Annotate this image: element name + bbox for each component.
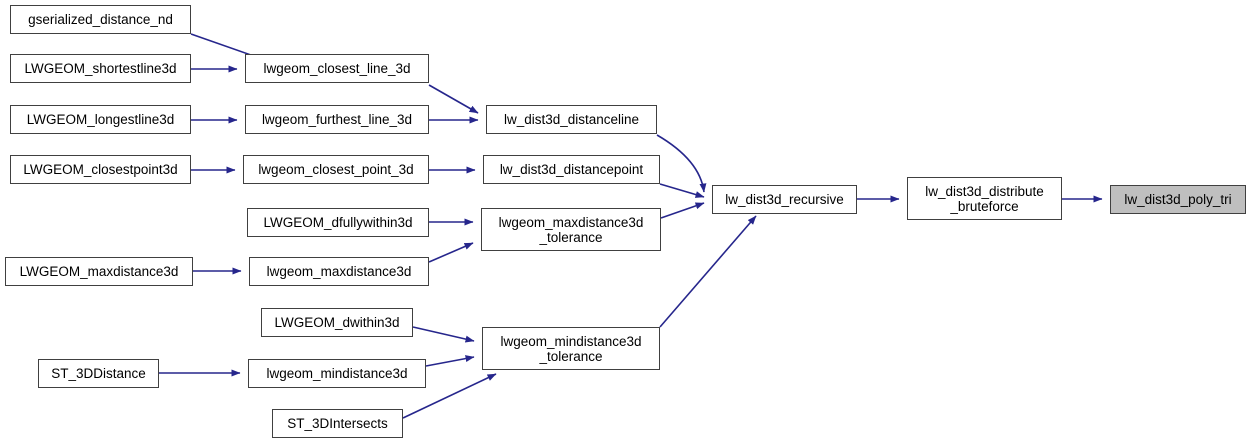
graph-node-label: lwgeom_closest_point_3d xyxy=(258,162,414,177)
graph-node-label: lw_dist3d_distanceline xyxy=(503,112,640,127)
graph-node-lw_dist3d_distancepoint[interactable]: lw_dist3d_distancepoint xyxy=(483,155,660,184)
graph-node-label: lwgeom_maxdistance3d _tolerance xyxy=(498,214,644,245)
graph-node-LWGEOM_longestline3d[interactable]: LWGEOM_longestline3d xyxy=(10,105,191,134)
graph-node-label: LWGEOM_closestpoint3d xyxy=(23,162,178,177)
graph-node-LWGEOM_shortestline3d[interactable]: LWGEOM_shortestline3d xyxy=(10,54,191,83)
graph-node-label: lwgeom_maxdistance3d xyxy=(266,264,412,279)
graph-node-label: lwgeom_closest_line_3d xyxy=(263,61,411,76)
graph-node-lw_dist3d_distribute_bruteforce[interactable]: lw_dist3d_distribute _bruteforce xyxy=(907,177,1062,220)
graph-node-label: LWGEOM_longestline3d xyxy=(26,112,175,127)
graph-node-lwgeom_mindistance3d_tolerance[interactable]: lwgeom_mindistance3d _tolerance xyxy=(482,327,660,370)
graph-node-label: lw_dist3d_poly_tri xyxy=(1124,192,1232,207)
graph-node-ST_3DIntersects[interactable]: ST_3DIntersects xyxy=(272,409,403,438)
graph-node-label: lw_dist3d_distribute _bruteforce xyxy=(925,183,1044,214)
graph-node-label: lwgeom_furthest_line_3d xyxy=(261,112,413,127)
graph-node-label: lw_dist3d_recursive xyxy=(725,192,844,207)
graph-node-LWGEOM_dfullywithin3d[interactable]: LWGEOM_dfullywithin3d xyxy=(247,208,429,237)
graph-node-label: lw_dist3d_distancepoint xyxy=(499,162,644,177)
graph-node-lw_dist3d_poly_tri[interactable]: lw_dist3d_poly_tri xyxy=(1110,185,1246,214)
graph-node-lw_dist3d_distanceline[interactable]: lw_dist3d_distanceline xyxy=(486,105,657,134)
graph-node-gserialized_distance_nd[interactable]: gserialized_distance_nd xyxy=(10,5,191,34)
edge-lw_dist3d_distanceline-to-lw_dist3d_recursive xyxy=(656,134,707,193)
edge-lwgeom_closest_line_3d-to-lw_dist3d_distanceline xyxy=(428,84,479,114)
graph-node-lwgeom_furthest_line_3d[interactable]: lwgeom_furthest_line_3d xyxy=(245,105,429,134)
graph-node-label: LWGEOM_dwithin3d xyxy=(274,315,400,330)
edge-lwgeom_maxdistance3d-to-lwgeom_maxdistance3d_tolerance xyxy=(428,242,474,263)
graph-node-lwgeom_maxdistance3d_tolerance[interactable]: lwgeom_maxdistance3d _tolerance xyxy=(481,208,661,251)
edge-lw_dist3d_distancepoint-to-lw_dist3d_recursive xyxy=(659,183,705,198)
graph-node-label: lwgeom_mindistance3d _tolerance xyxy=(500,333,642,364)
graph-node-lwgeom_closest_line_3d[interactable]: lwgeom_closest_line_3d xyxy=(245,54,429,83)
edge-lwgeom_mindistance3d-to-lwgeom_mindistance3d_tolerance xyxy=(425,355,475,367)
graph-node-LWGEOM_closestpoint3d[interactable]: LWGEOM_closestpoint3d xyxy=(10,155,191,184)
graph-node-LWGEOM_dwithin3d[interactable]: LWGEOM_dwithin3d xyxy=(261,308,413,337)
graph-node-label: ST_3DIntersects xyxy=(287,416,388,431)
graph-node-label: LWGEOM_maxdistance3d xyxy=(19,264,179,279)
graph-node-lw_dist3d_recursive[interactable]: lw_dist3d_recursive xyxy=(712,185,857,214)
graph-node-LWGEOM_maxdistance3d[interactable]: LWGEOM_maxdistance3d xyxy=(5,257,193,286)
graph-node-lwgeom_mindistance3d[interactable]: lwgeom_mindistance3d xyxy=(248,359,426,388)
graph-node-label: LWGEOM_dfullywithin3d xyxy=(263,215,413,230)
edge-lwgeom_maxdistance3d_tolerance-to-lw_dist3d_recursive xyxy=(660,202,705,219)
graph-node-label: gserialized_distance_nd xyxy=(28,12,173,27)
graph-node-lwgeom_closest_point_3d[interactable]: lwgeom_closest_point_3d xyxy=(243,155,429,184)
graph-node-label: ST_3DDistance xyxy=(51,366,146,381)
graph-node-label: lwgeom_mindistance3d xyxy=(266,366,408,381)
graph-node-lwgeom_maxdistance3d[interactable]: lwgeom_maxdistance3d xyxy=(249,257,429,286)
graph-node-ST_3DDistance[interactable]: ST_3DDistance xyxy=(38,359,159,388)
graph-node-label: LWGEOM_shortestline3d xyxy=(24,61,177,76)
edge-lwgeom_mindistance3d_tolerance-to-lw_dist3d_recursive xyxy=(659,215,757,328)
edge-LWGEOM_dwithin3d-to-lwgeom_mindistance3d_tolerance xyxy=(412,326,475,343)
